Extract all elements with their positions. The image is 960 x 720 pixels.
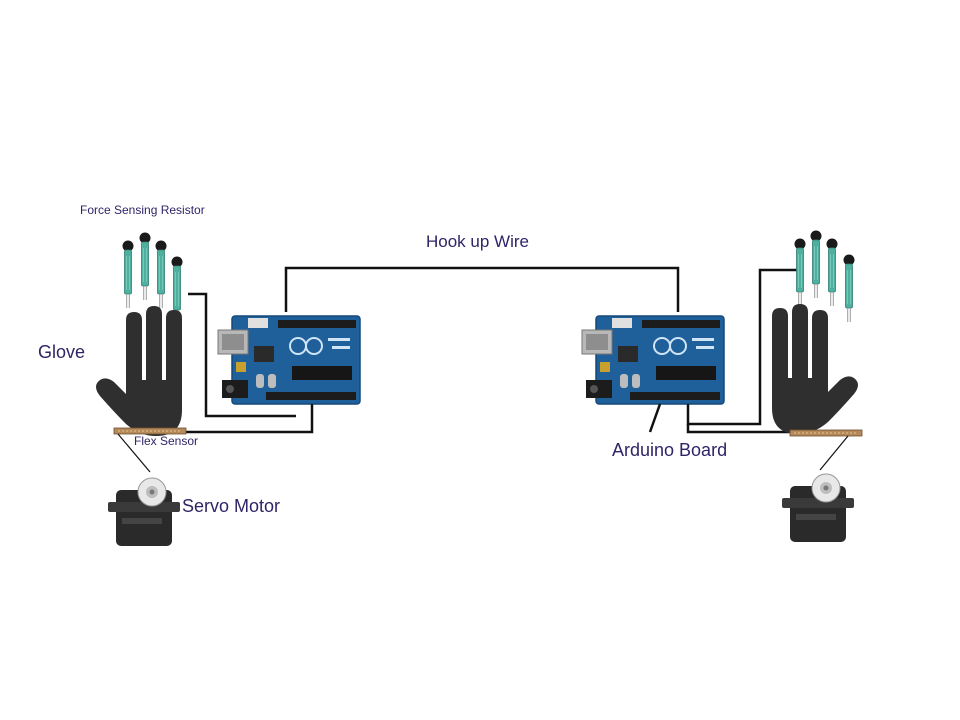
fsr-icon [827,239,838,307]
servo-motor-label: Servo Motor [182,496,280,517]
fsr-icon [795,239,806,307]
fsr-icon [844,255,855,323]
left-flex-wire [170,404,312,432]
fsr-icon [811,231,822,299]
left-arduino-board-icon [218,316,360,404]
force-sensing-resistor-label: Force Sensing Resistor [80,203,205,217]
arduino-board-label: Arduino Board [612,440,727,461]
right-flex-sensor-icon [790,430,862,436]
glove-label: Glove [38,342,85,363]
right-servo-motor-icon [782,474,854,542]
right-servo-lead [820,436,848,470]
left-glove-icon [96,306,182,436]
fsr-icon [140,233,151,301]
fsr-icon [123,241,134,309]
hook-up-wire-label: Hook up Wire [426,232,529,252]
left-servo-motor-icon [108,478,180,546]
fsr-icon [156,241,167,309]
right-board-lead-wire [650,404,660,432]
right-arduino-board-icon [582,316,724,404]
hook-up-wire-line [286,268,678,312]
flex-sensor-label: Flex Sensor [134,434,198,448]
right-glove-icon [772,304,858,434]
